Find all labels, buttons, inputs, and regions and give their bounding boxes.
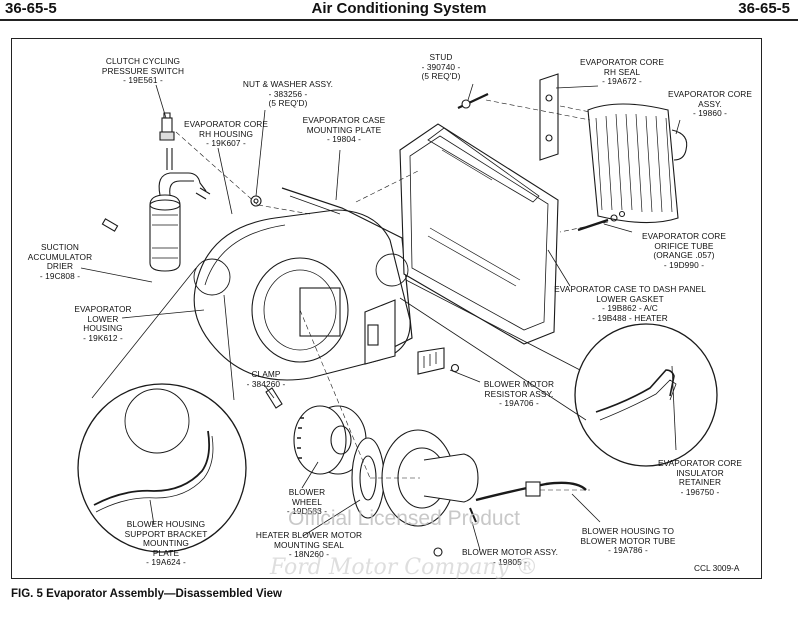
label-rh-seal: EVAPORATOR CORE RH SEAL - 19A672 - (579, 57, 665, 87)
figure-caption: FIG. 5 Evaporator Assembly—Disassembled … (11, 588, 282, 600)
nut-washer-part (250, 195, 262, 207)
page-number-left: 36-65-5 (5, 0, 57, 17)
ccl-code: CCL 3009-A (694, 563, 740, 573)
label-core-assy: EVAPORATOR CORE ASSY. - 19860 - (667, 89, 753, 119)
motor-tube-part (475, 481, 587, 502)
label-support-bracket: BLOWER HOUSING SUPPORT BRACKET MOUNTING … (124, 519, 208, 568)
label-clamp: CLAMP - 384260 - (246, 369, 286, 389)
stud-part (457, 93, 489, 109)
section-title: Air Conditioning System (311, 0, 487, 17)
label-insulator: EVAPORATOR CORE INSULATOR RETAINER - 196… (657, 458, 743, 497)
page-number-right: 36-65-5 (738, 0, 790, 17)
rh-seal-part (539, 73, 559, 161)
blower-motor-part (381, 429, 479, 557)
label-clutch-switch: CLUTCH CYCLING PRESSURE SWITCH - 19E561 … (101, 56, 185, 86)
label-motor-tube: BLOWER HOUSING TO BLOWER MOTOR TUBE - 19… (580, 526, 676, 556)
detail-circle-bracket (77, 383, 247, 553)
label-blower-wheel: BLOWER WHEEL - 19D583 - (286, 487, 328, 517)
detail-circle-insulator (574, 323, 718, 467)
label-heater-seal: HEATER BLOWER MOTOR MOUNTING SEAL - 18N2… (255, 530, 363, 560)
label-blower-motor: BLOWER MOTOR ASSY. - 19805 - (461, 547, 558, 567)
clutch-switch-part (159, 112, 175, 141)
label-accumulator: SUCTION ACCUMULATOR DRIER - 19C808 - (27, 242, 93, 281)
evaporator-core-part (587, 103, 688, 224)
leader-lines (80, 83, 681, 551)
label-stud: STUD - 390740 - (5 REQ'D) (421, 52, 461, 82)
blower-wheel-part (293, 405, 367, 475)
resistor-part (417, 347, 460, 375)
label-resistor: BLOWER MOTOR RESISTOR ASSY. - 19A706 - (483, 379, 555, 409)
mag-circle-insulator (375, 253, 409, 287)
label-lower-housing: EVAPORATOR LOWER HOUSING - 19K612 - (74, 304, 132, 343)
mag-circle-bracket (193, 258, 231, 296)
header-rule (0, 19, 798, 21)
detail-connector-right (399, 279, 587, 421)
blower-housing-part (193, 187, 413, 381)
gasket-part (399, 123, 559, 345)
label-dash-gasket: EVAPORATOR CASE TO DASH PANEL LOWER GASK… (554, 284, 706, 323)
accumulator-part (101, 148, 211, 272)
label-mounting-plate: EVAPORATOR CASE MOUNTING PLATE - 19804 - (302, 115, 386, 145)
detail-connector-left (91, 267, 235, 401)
label-nut-washer: NUT & WASHER ASSY. - 383256 - (5 REQ'D) (242, 79, 334, 109)
orifice-tube-part (577, 210, 626, 232)
label-orifice-tube: EVAPORATOR CORE ORIFICE TUBE (ORANGE .05… (641, 231, 727, 270)
label-rh-housing: EVAPORATOR CORE RH HOUSING - 19K607 - (183, 119, 269, 149)
diagram-frame (11, 38, 762, 579)
centerlines (175, 99, 609, 491)
